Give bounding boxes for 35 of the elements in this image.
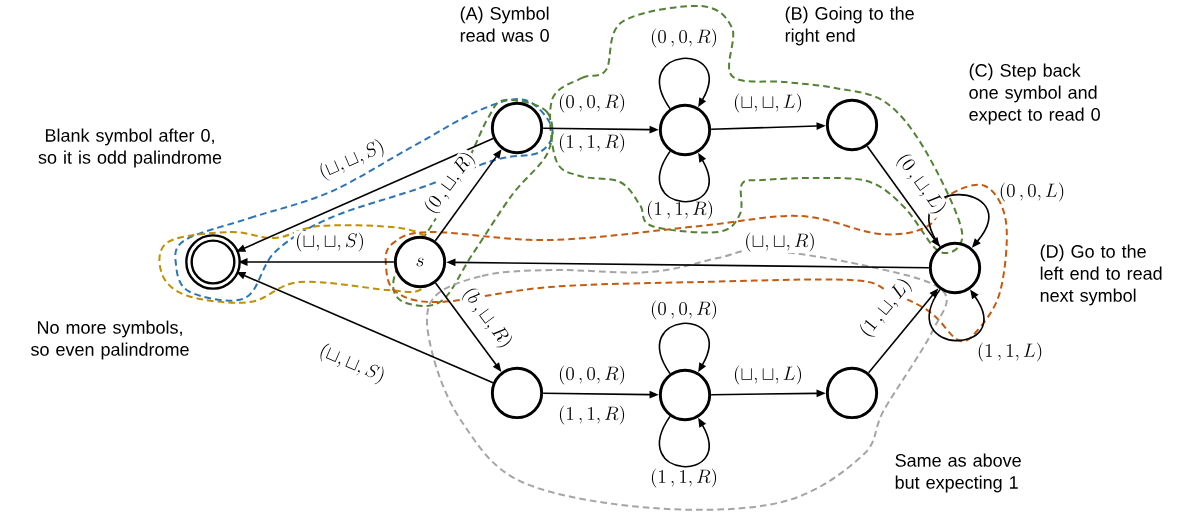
annotation: (B) Going to the right end (785, 6, 914, 46)
transition-label: $(1\,,1,R)$ (556, 132, 628, 154)
edge-label: $(\sqcup,\sqcup,S)$ (314, 339, 390, 389)
loop-arrow (658, 57, 710, 110)
edge-label: $(1\,,1,L)$ (978, 342, 1042, 362)
edge-label: $(\sqcup,\sqcup,L)$ (731, 92, 805, 114)
accept-state-circle (185, 234, 241, 290)
edge-label: $(0\,,0,R)$ (651, 300, 717, 320)
edge-label: $(\sqcup,\sqcup,S)$ (314, 135, 390, 185)
loop-arrow (658, 150, 710, 203)
edge-label: $(0\,,0,R)$ (651, 28, 717, 48)
loop-arrow (928, 288, 985, 342)
state-circle (928, 241, 982, 295)
state-circle (658, 103, 712, 157)
annotation: (C) Step back one symbol and expect to read 0 (969, 63, 1100, 125)
edge-label: $(0\,,\sqcup,R)$ (419, 146, 481, 220)
loop-arrow (658, 415, 710, 468)
edge-label: $(1\,,\sqcup,L)$ (854, 273, 918, 343)
edge-label: $(1\,,1,R)$ (647, 200, 713, 220)
edge-label: $(\sqcup,\sqcup,S)$ (293, 231, 367, 253)
loop-arrow (658, 322, 710, 375)
state-circle (490, 366, 544, 420)
state-circle (825, 98, 879, 152)
state-circle (825, 366, 879, 420)
edge-label: $(0\,,0,R)$ (556, 364, 628, 386)
edge-label: $(1\,,1,R)$ (651, 468, 717, 488)
state-circle (658, 368, 712, 422)
annotation: No more symbols, so even palindrome (30, 320, 189, 360)
edge-label: $(\sqcup,\sqcup,R)$ (742, 231, 818, 253)
edge-label: $(b\,,\sqcup,R)$ (456, 282, 518, 354)
edge-label: $(\sqcup,\sqcup,L)$ (731, 364, 805, 386)
edge-label: $(0\,,0,R)$ (556, 92, 628, 114)
transition-label: $(1\,,1,R)$ (556, 404, 628, 426)
edge-label: $(0\,,0,L)$ (1000, 182, 1064, 202)
state-circle (490, 101, 544, 155)
